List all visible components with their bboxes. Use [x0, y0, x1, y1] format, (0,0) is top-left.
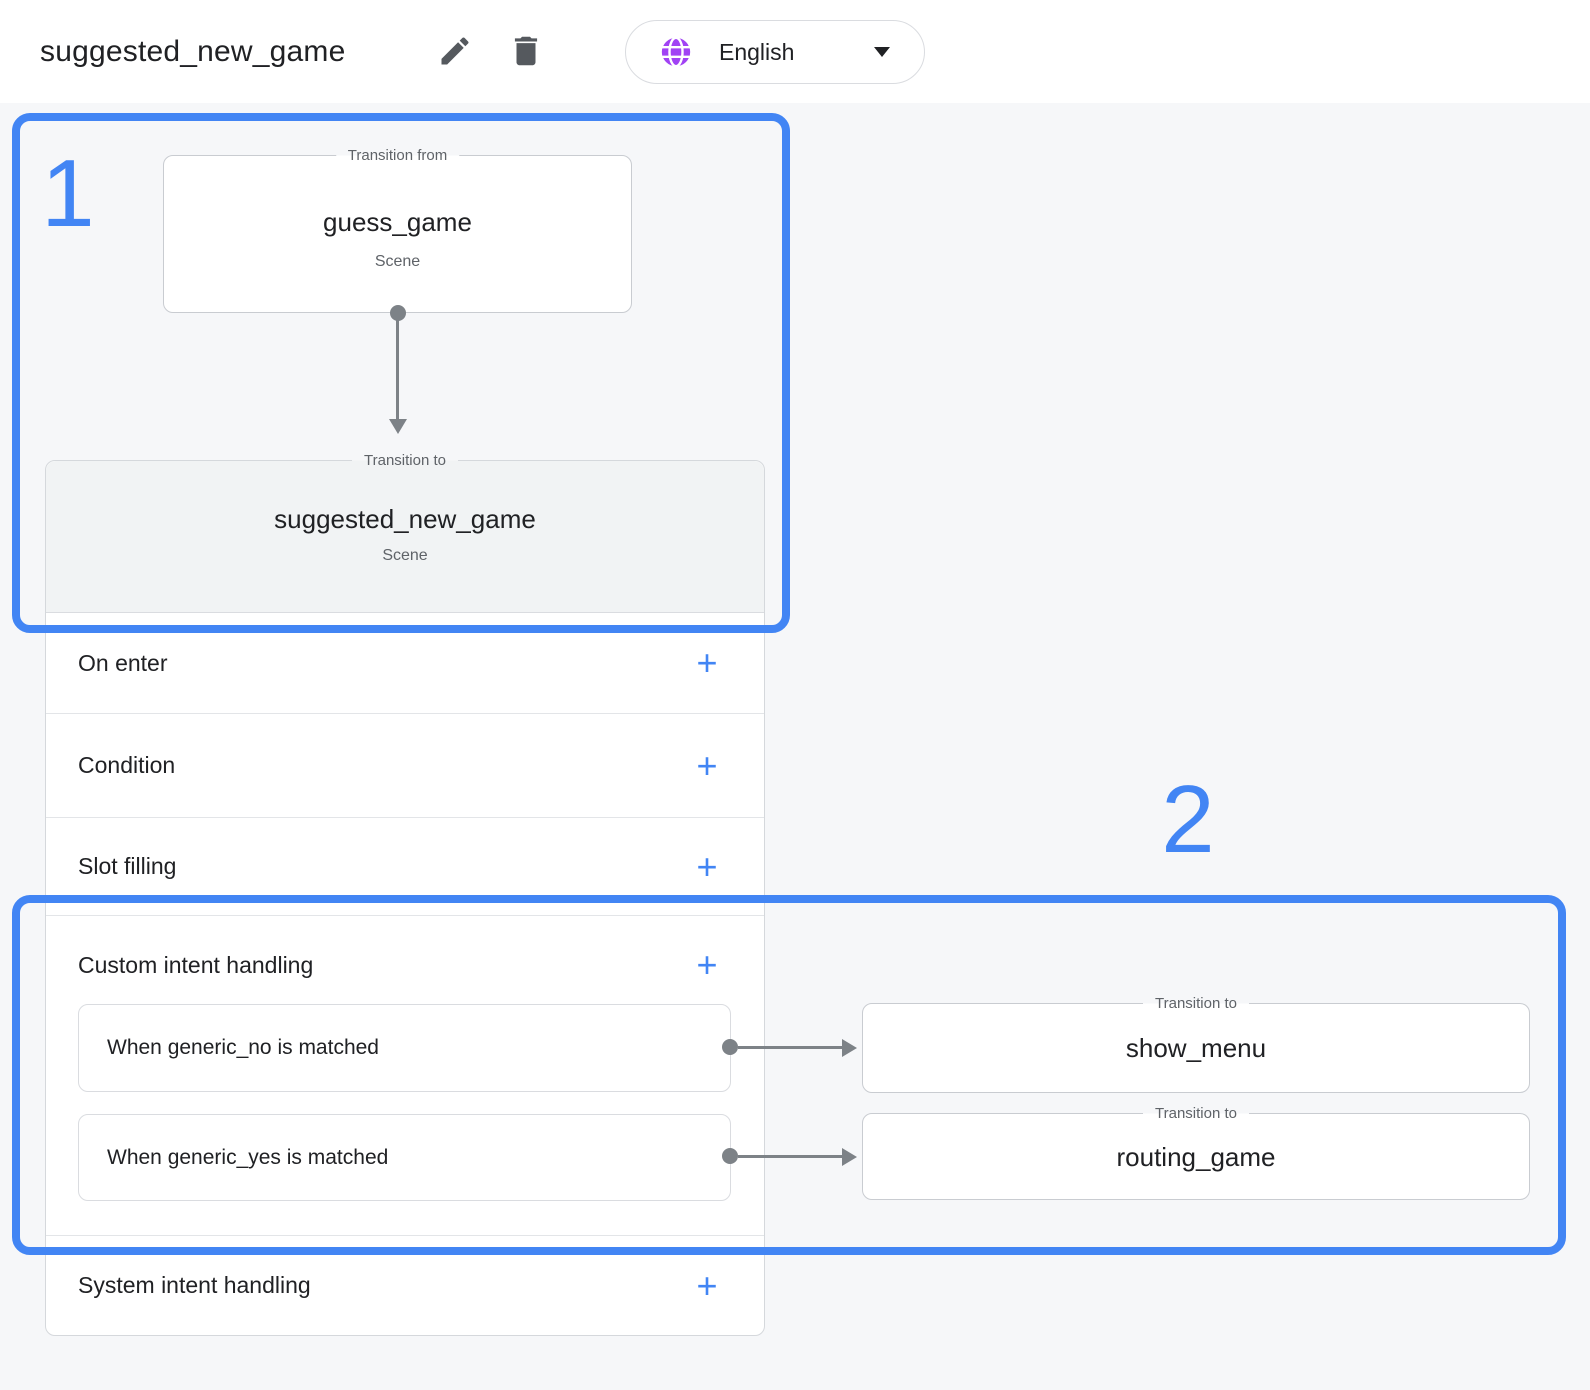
transition-from-card[interactable]: Transition from guess_game Scene	[163, 146, 632, 313]
connector-line-down	[396, 319, 399, 420]
add-system-intent-button[interactable]: +	[690, 1265, 724, 1306]
section-custom-intent-handling: Custom intent handling + When generic_no…	[46, 916, 764, 1236]
globe-icon	[659, 35, 693, 69]
language-label: English	[719, 38, 795, 65]
section-condition: Condition +	[46, 714, 764, 818]
add-condition-button[interactable]: +	[690, 745, 724, 786]
connector-dot	[722, 1148, 738, 1164]
connector-dot	[722, 1039, 738, 1055]
chevron-down-icon	[874, 47, 890, 57]
from-scene-type: Scene	[374, 253, 421, 270]
condition-label: Condition	[78, 752, 176, 778]
transition-to-section[interactable]: Transition to suggested_new_game Scene	[46, 451, 764, 613]
section-on-enter: On enter +	[46, 613, 764, 714]
transition-to-legend: Transition to	[1143, 994, 1249, 1013]
scene-panel: Transition to suggested_new_game Scene O…	[45, 451, 765, 1336]
arrow-right-icon	[842, 1039, 857, 1057]
intent-card-generic-no[interactable]: When generic_no is matched	[78, 1004, 731, 1092]
from-scene-name: guess_game	[323, 207, 472, 237]
section-system-intent-handling: System intent handling +	[46, 1236, 764, 1335]
pencil-icon	[441, 37, 469, 65]
arrow-right-icon	[842, 1148, 857, 1166]
system-intent-label: System intent handling	[78, 1272, 311, 1298]
language-selector[interactable]: English	[625, 20, 925, 84]
header: suggested_new_game English	[0, 0, 1590, 103]
arrow-down-icon	[389, 419, 407, 434]
transition-to-legend: Transition to	[1143, 1104, 1249, 1123]
add-on-enter-button[interactable]: +	[690, 643, 724, 683]
delete-scene-button[interactable]	[503, 28, 549, 74]
target-scene-name: show_menu	[1125, 1033, 1267, 1063]
custom-intent-label: Custom intent handling	[78, 951, 314, 978]
intent-card-generic-yes[interactable]: When generic_yes is matched	[78, 1114, 731, 1201]
page-title: suggested_new_game	[40, 34, 346, 68]
target-scene-name: routing_game	[1116, 1141, 1276, 1172]
transition-target-show-menu[interactable]: Transition to show_menu	[862, 994, 1530, 1093]
connector-line-right	[738, 1155, 843, 1158]
edit-scene-button[interactable]	[432, 28, 478, 74]
trash-icon	[514, 36, 538, 66]
transition-to-legend: Transition to	[352, 451, 458, 470]
on-enter-label: On enter	[78, 649, 168, 676]
transition-from-legend: Transition from	[335, 146, 460, 165]
connector-dot	[390, 305, 406, 321]
to-scene-name: suggested_new_game	[274, 504, 536, 534]
transition-target-routing-game[interactable]: Transition to routing_game	[862, 1104, 1530, 1200]
connector-line-right	[738, 1046, 843, 1049]
section-slot-filling: Slot filling +	[46, 818, 764, 916]
to-scene-type: Scene	[382, 547, 428, 564]
slot-filling-label: Slot filling	[78, 853, 177, 879]
add-slot-filling-button[interactable]: +	[690, 846, 724, 887]
add-custom-intent-button[interactable]: +	[690, 945, 724, 985]
